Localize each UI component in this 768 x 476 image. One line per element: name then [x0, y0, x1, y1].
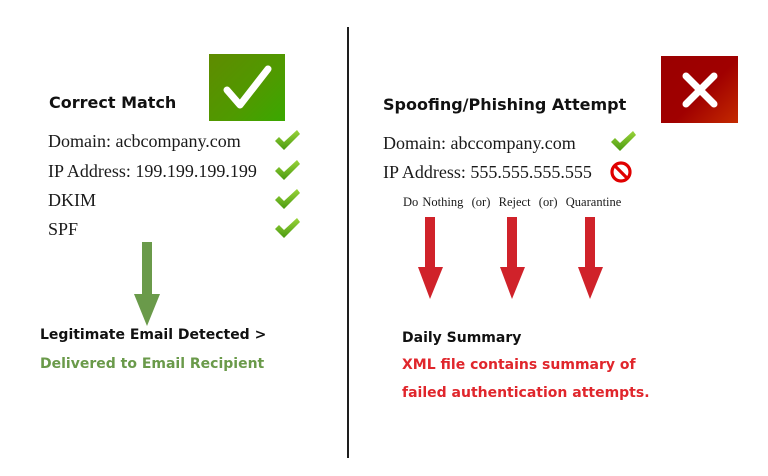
- spoofing-badge: [661, 56, 738, 123]
- spoofing-heading: Spoofing/Phishing Attempt: [383, 95, 627, 114]
- right-row-domain: Domain: abccompany.com: [383, 133, 576, 153]
- left-row-domain: Domain: acbcompany.com: [48, 131, 241, 151]
- actions-line: Do Nothing (or) Reject (or) Quarantine: [403, 195, 622, 209]
- check-icon: [275, 130, 300, 150]
- do-nothing-arrow-icon: [418, 217, 443, 299]
- check-icon: [611, 131, 636, 151]
- deny-icon: [610, 161, 632, 183]
- quarantine-arrow-icon: [578, 217, 603, 299]
- x-icon: [682, 72, 717, 107]
- check-icon: [275, 189, 300, 209]
- reject-arrow-icon: [500, 217, 525, 299]
- left-row-spf: SPF: [48, 219, 79, 239]
- delivered-to-recipient: Delivered to Email Recipient: [40, 356, 265, 372]
- xml-summary-line2: failed authentication attempts.: [402, 385, 650, 401]
- right-row-ip: IP Address: 555.555.555.555: [383, 162, 592, 182]
- check-icon: [275, 160, 300, 180]
- left-row-dkim: DKIM: [48, 190, 96, 210]
- correct-match-heading: Correct Match: [49, 93, 177, 112]
- check-icon: [275, 218, 300, 238]
- check-icon: [223, 65, 272, 108]
- daily-summary-title: Daily Summary: [402, 330, 522, 346]
- correct-match-badge: [209, 54, 285, 121]
- left-row-ip: IP Address: 199.199.199.199: [48, 161, 257, 181]
- down-arrow-icon: [134, 242, 160, 326]
- column-divider: [347, 27, 349, 458]
- legitimate-email-title: Legitimate Email Detected >: [40, 327, 267, 343]
- xml-summary-line1: XML file contains summary of: [402, 357, 636, 373]
